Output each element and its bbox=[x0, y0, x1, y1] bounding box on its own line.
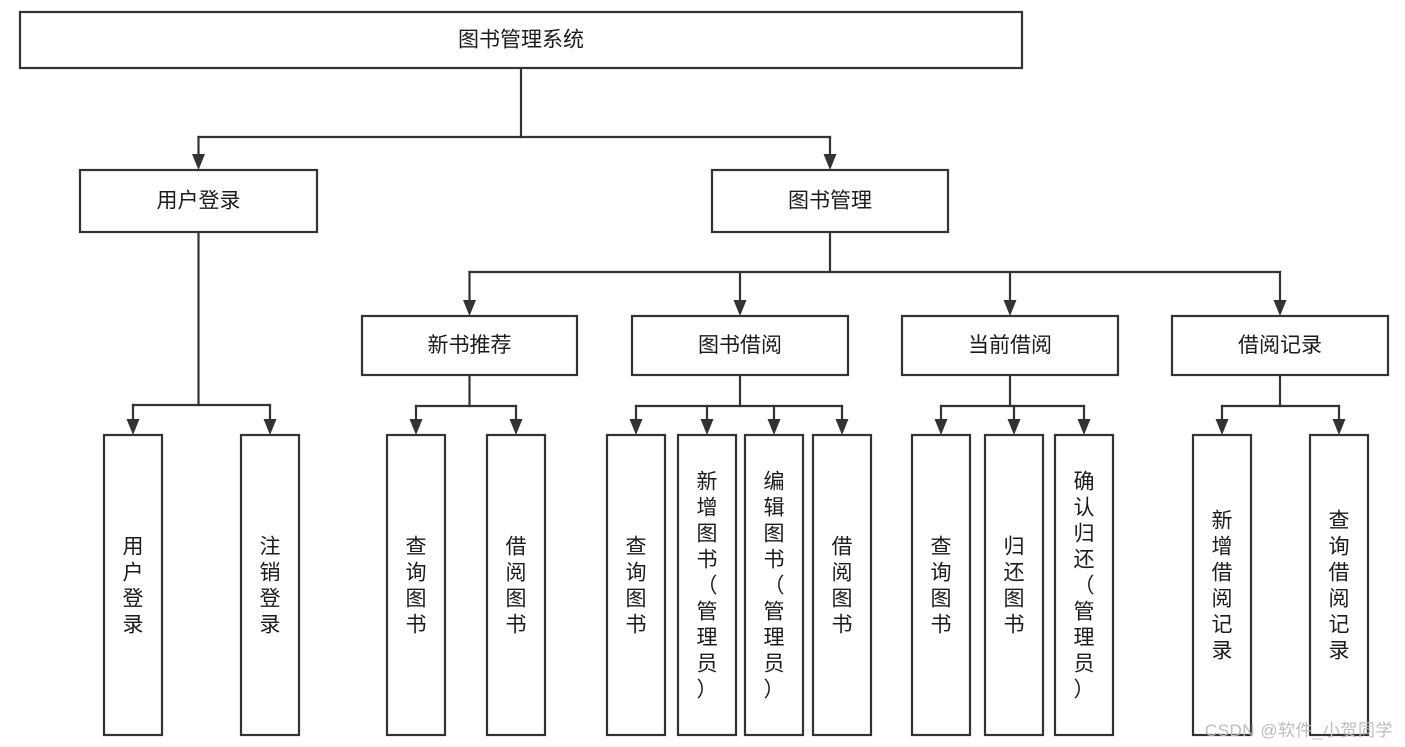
node-l1-user[interactable]: 用户登录 bbox=[78, 168, 319, 234]
arrowhead-icon bbox=[934, 419, 948, 435]
node-label: 注销登录 bbox=[260, 535, 281, 636]
arrowhead-icon bbox=[1332, 419, 1346, 435]
node-leaf-cur-query[interactable]: 查询图书 bbox=[910, 433, 972, 737]
edges-layer bbox=[126, 66, 1346, 435]
node-box bbox=[900, 314, 1120, 377]
node-l1-book[interactable]: 图书管理 bbox=[710, 168, 950, 234]
node-leaf-user-login[interactable]: 用户登录 bbox=[102, 433, 164, 737]
edge-group-l2_current bbox=[934, 373, 1091, 435]
edge-group-root bbox=[192, 66, 837, 170]
node-label: 图书管理系统 bbox=[458, 29, 584, 52]
arrowhead-icon bbox=[1007, 419, 1021, 435]
arrowhead-icon bbox=[463, 300, 476, 316]
node-label: 借阅图书 bbox=[506, 535, 527, 636]
node-box bbox=[605, 433, 667, 737]
node-label: 用户登录 bbox=[123, 535, 144, 636]
arrowhead-icon bbox=[126, 419, 140, 435]
node-leaf-cur-confirm[interactable]: 确认归还（管理员） bbox=[1053, 433, 1115, 737]
node-l2-record[interactable]: 借阅记录 bbox=[1170, 314, 1390, 377]
arrowhead-icon bbox=[263, 419, 277, 435]
node-box bbox=[1191, 433, 1253, 737]
node-label: 查询图书 bbox=[406, 535, 427, 636]
node-box bbox=[983, 433, 1045, 737]
edge-group-l2_record bbox=[1215, 373, 1346, 435]
arrowhead-icon bbox=[629, 419, 643, 435]
node-l2-current[interactable]: 当前借阅 bbox=[900, 314, 1120, 377]
arrowhead-icon bbox=[409, 419, 423, 435]
node-box bbox=[485, 433, 547, 737]
node-label: 当前借阅 bbox=[968, 334, 1052, 357]
node-leaf-bb-edit[interactable]: 编辑图书（管理员） bbox=[743, 433, 805, 737]
node-label: 查询借阅记录 bbox=[1329, 509, 1350, 662]
node-box bbox=[676, 433, 738, 737]
node-label: 新增图书（管理员） bbox=[697, 470, 718, 701]
node-leaf-user-logout[interactable]: 注销登录 bbox=[239, 433, 301, 737]
node-leaf-rec-add[interactable]: 新增借阅记录 bbox=[1191, 433, 1253, 737]
node-l2-borrow[interactable]: 图书借阅 bbox=[630, 314, 850, 377]
node-box bbox=[1308, 433, 1370, 737]
node-root[interactable]: 图书管理系统 bbox=[18, 10, 1024, 70]
node-box bbox=[18, 10, 1024, 70]
node-box bbox=[743, 433, 805, 737]
node-label: 图书管理 bbox=[788, 190, 872, 213]
arrowhead-icon bbox=[700, 419, 714, 435]
node-box bbox=[239, 433, 301, 737]
node-label: 确认归还（管理员） bbox=[1074, 470, 1095, 701]
arrowhead-icon bbox=[1003, 300, 1017, 316]
node-box bbox=[385, 433, 447, 737]
edge-group-l2_borrow bbox=[629, 373, 849, 435]
node-leaf-nb-query[interactable]: 查询图书 bbox=[385, 433, 447, 737]
node-label: 图书借阅 bbox=[698, 334, 782, 357]
edge-group-l1_book bbox=[463, 230, 1287, 316]
arrowhead-icon bbox=[835, 419, 849, 435]
node-label: 新增借阅记录 bbox=[1212, 509, 1233, 662]
node-leaf-rec-query[interactable]: 查询借阅记录 bbox=[1308, 433, 1370, 737]
node-box bbox=[1053, 433, 1115, 737]
node-leaf-bb-borrow[interactable]: 借阅图书 bbox=[811, 433, 873, 737]
node-box bbox=[102, 433, 164, 737]
arrowhead-icon bbox=[1077, 419, 1091, 435]
arrowhead-icon bbox=[823, 154, 837, 170]
node-box bbox=[360, 314, 579, 377]
node-leaf-bb-query[interactable]: 查询图书 bbox=[605, 433, 667, 737]
node-leaf-bb-add[interactable]: 新增图书（管理员） bbox=[676, 433, 738, 737]
node-label: 用户登录 bbox=[157, 190, 241, 213]
edge-group-l1_user bbox=[126, 230, 277, 435]
node-l2-newbook[interactable]: 新书推荐 bbox=[360, 314, 579, 377]
node-label: 编辑图书（管理员） bbox=[764, 470, 785, 701]
node-label: 借阅记录 bbox=[1238, 334, 1322, 357]
node-box bbox=[811, 433, 873, 737]
arrowhead-icon bbox=[733, 300, 747, 316]
node-leaf-nb-borrow[interactable]: 借阅图书 bbox=[485, 433, 547, 737]
node-box bbox=[1170, 314, 1390, 377]
arrowhead-icon bbox=[192, 154, 205, 170]
edge-group-l2_newbook bbox=[409, 373, 523, 435]
node-leaf-cur-return[interactable]: 归还图书 bbox=[983, 433, 1045, 737]
arrowhead-icon bbox=[1215, 419, 1229, 435]
nodes-layer: 图书管理系统用户登录图书管理新书推荐图书借阅当前借阅借阅记录用户登录注销登录查询… bbox=[18, 10, 1390, 737]
arrowhead-icon bbox=[509, 419, 523, 435]
node-label: 归还图书 bbox=[1004, 535, 1025, 636]
arrowhead-icon bbox=[1273, 300, 1287, 316]
node-box bbox=[630, 314, 850, 377]
node-label: 借阅图书 bbox=[832, 535, 853, 636]
node-label: 新书推荐 bbox=[428, 334, 512, 357]
node-box bbox=[910, 433, 972, 737]
arrowhead-icon bbox=[767, 419, 781, 435]
node-box bbox=[78, 168, 319, 234]
node-box bbox=[710, 168, 950, 234]
node-label: 查询图书 bbox=[931, 535, 952, 636]
node-label: 查询图书 bbox=[626, 535, 647, 636]
